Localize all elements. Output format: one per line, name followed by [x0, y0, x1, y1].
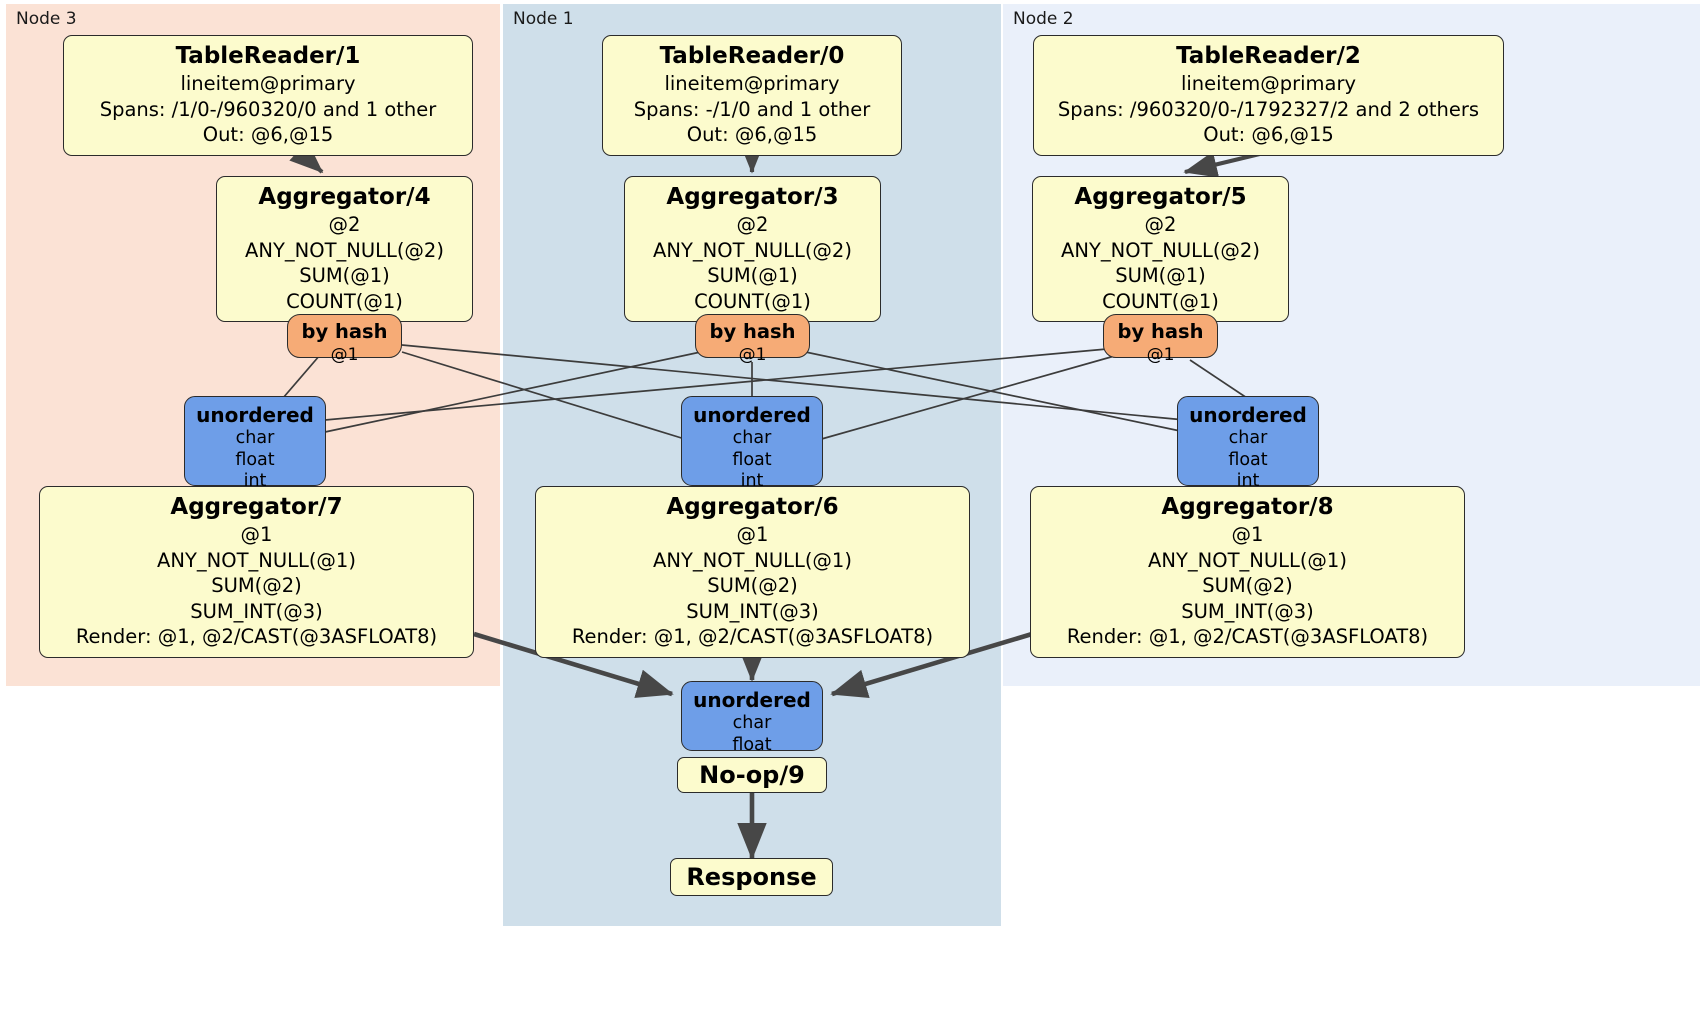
receiver-unordered-center[interactable]: unordered char float int	[681, 396, 823, 491]
processor-aggregator-5[interactable]: Aggregator/5 @2 ANY_NOT_NULL(@2) SUM(@1)…	[1032, 176, 1289, 322]
processor-aggregator-6[interactable]: Aggregator/6 @1 ANY_NOT_NULL(@1) SUM(@2)…	[535, 486, 970, 658]
processor-line: @2	[1144, 213, 1177, 236]
processor-title: Aggregator/8	[1161, 494, 1334, 520]
router-by-hash-center[interactable]: by hash @1	[695, 314, 810, 365]
receiver-type: char	[732, 713, 772, 733]
receiver-type: int	[243, 471, 267, 491]
processor-aggregator-3[interactable]: Aggregator/3 @2 ANY_NOT_NULL(@2) SUM(@1)…	[624, 176, 881, 322]
processor-title: TableReader/2	[1176, 43, 1361, 69]
processor-line: SUM(@2)	[707, 574, 798, 597]
processor-tablereader-1[interactable]: TableReader/1 lineitem@primary Spans: /1…	[63, 35, 473, 156]
receiver-unordered-left[interactable]: unordered char float int	[184, 396, 326, 491]
processor-line: ANY_NOT_NULL(@2)	[245, 238, 444, 262]
processor-line: lineitem@primary	[1180, 72, 1357, 95]
processor-line: lineitem@primary	[180, 72, 356, 95]
processor-line: Out: @6,@15	[686, 123, 818, 146]
receiver-unordered-final[interactable]: unordered char float	[681, 681, 823, 755]
router-subtitle: @1	[1146, 345, 1175, 365]
processor-response[interactable]: Response	[670, 858, 833, 896]
receiver-type: char	[1228, 428, 1268, 448]
processor-line: ANY_NOT_NULL(@1)	[653, 548, 852, 572]
receiver-type: float	[732, 734, 772, 755]
processor-line: Out: @6,@15	[202, 123, 334, 146]
processor-line: SUM(@1)	[707, 264, 798, 287]
processor-line: SUM_INT(@3)	[190, 599, 323, 623]
processor-line: SUM(@2)	[1202, 574, 1293, 597]
processor-aggregator-7[interactable]: Aggregator/7 @1 ANY_NOT_NULL(@1) SUM(@2)…	[39, 486, 474, 658]
router-title: by hash	[301, 320, 388, 343]
node-panel-label: Node 3	[16, 9, 77, 29]
processor-render-line: Render: @1, @2/CAST(@3ASFLOAT8)	[1066, 625, 1429, 648]
processor-title: Aggregator/4	[258, 184, 431, 210]
processor-line: COUNT(@1)	[286, 289, 403, 313]
processor-line: Spans: /1/0-/960320/0 and 1 other	[99, 97, 437, 121]
processor-aggregator-8[interactable]: Aggregator/8 @1 ANY_NOT_NULL(@1) SUM(@2)…	[1030, 486, 1465, 658]
processor-line: @1	[1231, 523, 1264, 546]
processor-line: COUNT(@1)	[694, 289, 811, 313]
processor-line: ANY_NOT_NULL(@2)	[653, 238, 852, 262]
processor-noop-9[interactable]: No-op/9	[677, 757, 827, 793]
receiver-type: char	[235, 428, 275, 448]
processor-line: lineitem@primary	[664, 72, 840, 95]
processor-line: ANY_NOT_NULL(@2)	[1061, 238, 1260, 262]
processor-line: Spans: -/1/0 and 1 other	[633, 97, 871, 121]
processor-title: Aggregator/6	[666, 494, 839, 520]
processor-tablereader-0[interactable]: TableReader/0 lineitem@primary Spans: -/…	[602, 35, 902, 156]
processor-tablereader-2[interactable]: TableReader/2 lineitem@primary Spans: /9…	[1033, 35, 1504, 156]
processor-line: SUM_INT(@3)	[1181, 599, 1314, 623]
processor-line: ANY_NOT_NULL(@1)	[157, 548, 356, 572]
router-subtitle: @1	[738, 345, 767, 365]
receiver-title: unordered	[196, 403, 314, 427]
receiver-type: int	[1236, 471, 1260, 491]
router-subtitle: @1	[330, 345, 359, 365]
receiver-unordered-right[interactable]: unordered char float int	[1177, 396, 1319, 491]
processor-render-line: Render: @1, @2/CAST(@3ASFLOAT8)	[75, 625, 438, 648]
receiver-type: int	[740, 471, 764, 491]
processor-line: @2	[736, 213, 769, 236]
router-title: by hash	[1117, 320, 1204, 343]
processor-title: TableReader/0	[659, 43, 845, 69]
node-panel-label: Node 1	[513, 9, 574, 29]
receiver-title: unordered	[693, 688, 811, 712]
processor-line: SUM(@1)	[299, 264, 390, 287]
processor-line: @1	[240, 523, 273, 546]
receiver-title: unordered	[693, 403, 811, 427]
receiver-type: char	[732, 428, 772, 448]
receiver-type: float	[1228, 449, 1268, 470]
processor-line: @1	[736, 523, 769, 546]
receiver-type: float	[235, 449, 275, 470]
processor-line: SUM_INT(@3)	[686, 599, 819, 623]
router-by-hash-left[interactable]: by hash @1	[287, 314, 402, 365]
router-by-hash-right[interactable]: by hash @1	[1103, 314, 1218, 365]
processor-line: SUM(@1)	[1115, 264, 1206, 287]
processor-title: TableReader/1	[175, 43, 361, 69]
receiver-title: unordered	[1189, 403, 1307, 427]
processor-aggregator-4[interactable]: Aggregator/4 @2 ANY_NOT_NULL(@2) SUM(@1)…	[216, 176, 473, 322]
processor-title: Aggregator/5	[1074, 184, 1247, 210]
processor-line: SUM(@2)	[211, 574, 302, 597]
processor-line: ANY_NOT_NULL(@1)	[1148, 548, 1347, 572]
processor-title: Aggregator/3	[666, 184, 839, 210]
node-panel-label: Node 2	[1013, 9, 1074, 29]
processor-line: @2	[328, 213, 361, 236]
processor-title: Aggregator/7	[170, 494, 343, 520]
processor-line: Out: @6,@15	[1203, 123, 1334, 146]
receiver-type: float	[732, 449, 772, 470]
processor-render-line: Render: @1, @2/CAST(@3ASFLOAT8)	[571, 625, 934, 648]
processor-line: COUNT(@1)	[1102, 289, 1219, 313]
router-title: by hash	[709, 320, 796, 343]
processor-line: Spans: /960320/0-/1792327/2 and 2 others	[1057, 97, 1480, 121]
